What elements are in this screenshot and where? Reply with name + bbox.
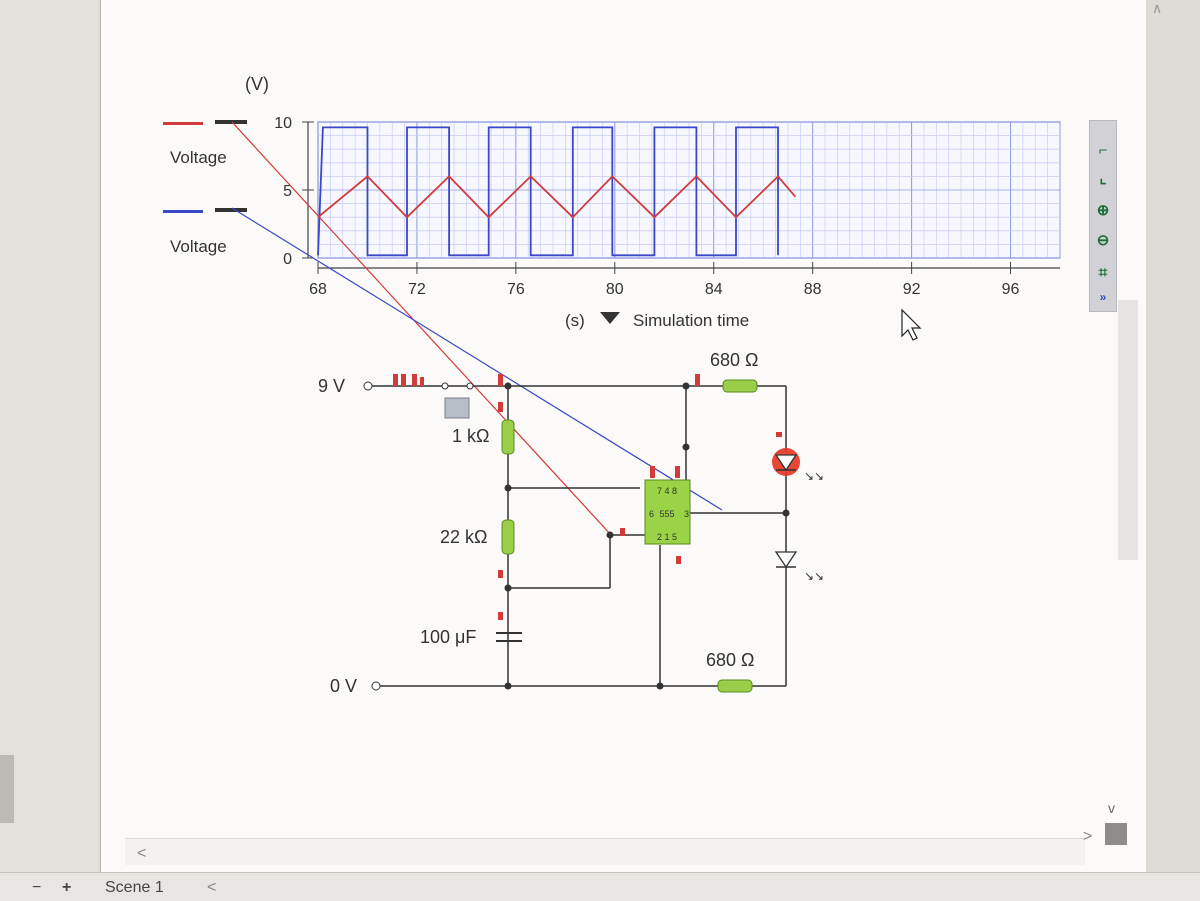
legend-red-probe-icon[interactable] [215, 120, 247, 124]
supply-terminal[interactable] [363, 381, 373, 391]
x-tick-label: 68 [309, 281, 327, 298]
left-gutter [0, 0, 98, 872]
legend-blue-label: Voltage [170, 237, 227, 256]
x-tick-label: 72 [408, 281, 426, 298]
x-tick-label: 76 [507, 281, 525, 298]
capacitor-100uf[interactable] [496, 632, 522, 642]
tab-scene-1[interactable]: Scene 1 [105, 879, 164, 896]
capacitor-label: 100 μF [420, 627, 476, 647]
resistor-22k[interactable] [501, 519, 515, 555]
switch-contact-left [441, 382, 449, 390]
y-unit-label: (V) [245, 74, 269, 94]
scroll-up-button[interactable]: ∧ [1152, 0, 1163, 16]
left-panel-handle[interactable] [0, 755, 14, 823]
series-line-0 [317, 126, 779, 257]
resistor-22k-label: 22 kΩ [440, 527, 487, 547]
ic-label: 555 [659, 509, 674, 519]
ic-pins-bottom: 2 1 5 [657, 532, 677, 542]
crop-icon[interactable]: ⌗ [1098, 264, 1108, 281]
ground-label: 0 V [330, 676, 357, 696]
add-scene-button[interactable]: + [62, 879, 72, 896]
chart-toolbar: ⌐ ⌞ ⊕ ⊖ ⌗ » [1089, 120, 1117, 312]
x-tick-label: 88 [804, 281, 822, 298]
current-indicators [393, 374, 782, 620]
legend-red-label: Voltage [170, 148, 227, 167]
horizontal-scrollbar[interactable] [125, 838, 1085, 865]
resistor-680-top[interactable] [722, 379, 758, 393]
legend-blue-swatch [163, 210, 203, 213]
x-unit-label: (s) [565, 311, 585, 330]
resistor-680-bottom[interactable] [717, 679, 753, 693]
led-top-emission-icon: ↘↘ [804, 469, 824, 483]
zoom-in-icon[interactable]: ⊕ [1096, 202, 1110, 219]
scene-bar: − + Scene 1 < [0, 872, 1200, 901]
led-bottom[interactable] [774, 551, 798, 569]
scroll-down-button[interactable]: v [1108, 800, 1115, 816]
supply-label: 9 V [318, 376, 345, 396]
scroll-left-button[interactable]: < [137, 845, 147, 862]
led-bottom-emission-icon: ↘↘ [804, 569, 824, 583]
ic-pin-6: 6 [649, 509, 654, 519]
resistor-680-bottom-label: 680 Ω [706, 650, 755, 670]
ic-555[interactable] [644, 479, 691, 545]
remove-scene-button[interactable]: − [32, 879, 42, 896]
resize-grip[interactable] [1105, 823, 1127, 845]
select-area-icon[interactable]: ⌞ [1099, 170, 1107, 187]
chart-grid [317, 121, 1061, 259]
legend-red-swatch [163, 122, 203, 125]
chart-series [317, 126, 797, 257]
zoom-out-icon[interactable]: ⊖ [1096, 232, 1110, 249]
x-tick-label: 80 [606, 281, 624, 298]
ground-terminal[interactable] [371, 681, 381, 691]
scene-scroll-left[interactable]: < [207, 879, 217, 896]
y-tick-label: 0 [283, 251, 292, 268]
y-tick-label: 10 [274, 115, 292, 132]
ic-pin-3: 3 [684, 509, 689, 519]
ic-pins-top: 7 4 8 [657, 486, 677, 496]
chart-axes: 10 5 0 68 72 76 80 84 88 92 96 [274, 115, 1060, 298]
x-tick-label: 96 [1002, 281, 1020, 298]
x-unit-dropdown-icon[interactable] [600, 312, 620, 324]
scroll-right-button[interactable]: > [1083, 828, 1093, 845]
resistor-1k[interactable] [501, 419, 515, 455]
series-line-1 [317, 175, 797, 219]
switch-contact-right [466, 382, 474, 390]
x-tick-label: 84 [705, 281, 723, 298]
x-axis-label: Simulation time [633, 311, 749, 330]
y-tick-label: 5 [283, 183, 292, 200]
select-box-icon[interactable]: ⌐ [1098, 142, 1108, 159]
mouse-cursor-icon [901, 308, 922, 341]
legend-blue-probe-icon[interactable] [215, 208, 247, 212]
junction-dots [504, 382, 790, 690]
resistor-680-top-label: 680 Ω [710, 350, 759, 370]
x-tick-label: 92 [903, 281, 921, 298]
resistor-1k-label: 1 kΩ [452, 426, 489, 446]
switch-button[interactable] [444, 397, 470, 419]
probe-wire-blue [231, 207, 723, 511]
led-top[interactable] [774, 454, 798, 472]
vertical-scrollbar[interactable] [1118, 300, 1138, 560]
expand-icon[interactable]: » [1099, 290, 1107, 304]
probe-wire-red [231, 121, 613, 537]
